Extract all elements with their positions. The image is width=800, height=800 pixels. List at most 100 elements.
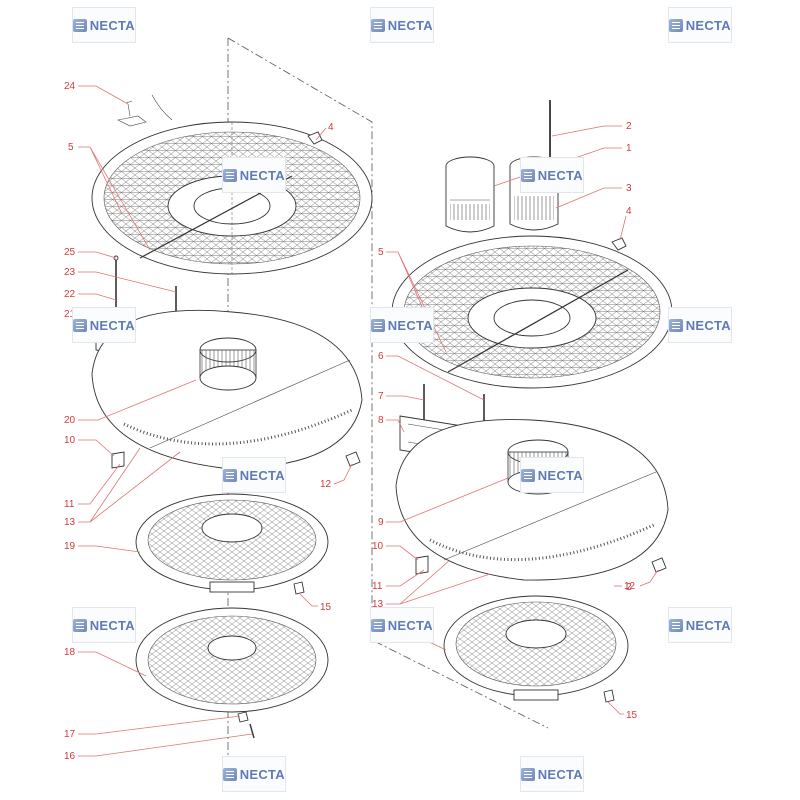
upper-tray-left (91, 121, 373, 275)
middle-plate-left (91, 309, 363, 469)
callout-23: 23 (64, 267, 177, 293)
necta-logo-icon (371, 318, 385, 332)
svg-text:23: 23 (64, 267, 76, 278)
callout-11-right: 11 (372, 569, 425, 592)
svg-text:1: 1 (626, 143, 632, 154)
svg-text:25: 25 (64, 247, 76, 258)
svg-text:12: 12 (320, 479, 332, 490)
screw-part-15-left (293, 581, 305, 595)
base-tray-part-19 (135, 493, 329, 593)
callout-12-left: 12 (320, 463, 353, 490)
callout-17: 17 (64, 715, 241, 740)
svg-text:15: 15 (626, 710, 638, 721)
foot-part-12-left (345, 451, 361, 467)
watermark-logo: NECTA (222, 457, 286, 493)
necta-logo-icon (223, 468, 237, 482)
upper-tray-right (391, 235, 673, 389)
callout-8: 8 (378, 415, 405, 433)
necta-logo-icon (73, 318, 87, 332)
svg-text:4: 4 (328, 122, 334, 133)
watermark-logo: NECTA (72, 7, 136, 43)
callout-13-right: 13 (372, 559, 491, 610)
necta-logo-icon (521, 767, 535, 781)
watermark-logo: NECTA (72, 307, 136, 343)
svg-text:21: 21 (64, 309, 76, 320)
watermark-logo: NECTA (72, 607, 136, 643)
svg-text:18: 18 (64, 647, 76, 658)
svg-text:13: 13 (372, 599, 384, 610)
necta-logo-icon (371, 618, 385, 632)
svg-text:11: 11 (372, 581, 383, 592)
svg-text:10: 10 (64, 435, 76, 446)
gear-disc-part-18 (135, 607, 329, 713)
watermark-logo: NECTA (370, 607, 434, 643)
watermark-logo: NECTA (668, 607, 732, 643)
svg-text:9: 9 (378, 517, 384, 528)
svg-text:12: 12 (624, 581, 636, 592)
svg-text:15: 15 (320, 602, 332, 613)
callout-11-left: 11 (64, 463, 121, 510)
svg-text:11: 11 (64, 499, 75, 510)
necta-logo-icon (73, 18, 87, 32)
watermark-logo: NECTA (520, 457, 584, 493)
svg-text:24: 24 (64, 81, 76, 92)
callout-22: 22 (64, 289, 117, 301)
middle-plate-right (395, 419, 669, 581)
svg-text:17: 17 (64, 729, 76, 740)
svg-text:13: 13 (64, 517, 76, 528)
watermark-logo: NECTA (222, 157, 286, 193)
necta-logo-icon (223, 767, 237, 781)
watermark-logo: NECTA (520, 157, 584, 193)
knob-part-4-left (307, 131, 323, 145)
foot-part-12-right (651, 557, 667, 573)
necta-logo-icon (521, 468, 535, 482)
watermark-logo: NECTA (520, 756, 584, 792)
watermark-logo: NECTA (222, 756, 286, 792)
callout-9: 9 (378, 477, 509, 528)
svg-text:5: 5 (68, 142, 74, 153)
latch-part-10-11-right (415, 555, 429, 575)
cylinder-part-1 (445, 156, 495, 233)
callout-2-bottom: 2 (614, 582, 632, 593)
latch-part-10-11-left (111, 451, 125, 469)
svg-text:8: 8 (378, 415, 384, 426)
callout-10-left: 10 (64, 435, 115, 457)
callout-6: 6 (378, 351, 485, 401)
necta-logo-icon (669, 318, 683, 332)
svg-text:5: 5 (378, 247, 384, 258)
svg-text:20: 20 (64, 415, 76, 426)
necta-logo-icon (73, 618, 87, 632)
callout-24: 24 (64, 81, 129, 105)
callout-20: 20 (64, 379, 197, 426)
watermark-logo: NECTA (370, 7, 434, 43)
svg-text:2: 2 (626, 121, 632, 132)
knob-part-4-right (611, 237, 627, 251)
necta-logo-icon (223, 168, 237, 182)
callout-7: 7 (378, 391, 425, 402)
svg-text:19: 19 (64, 541, 76, 552)
svg-text:7: 7 (378, 391, 384, 402)
callout-12-right: 12 (624, 569, 659, 592)
callout-5-left: 5 (68, 142, 151, 251)
screw-part-15-right (603, 689, 615, 703)
watermark-logo: NECTA (370, 307, 434, 343)
svg-text:4: 4 (626, 206, 632, 217)
clip-part-24 (117, 94, 173, 127)
svg-text:16: 16 (64, 751, 76, 762)
callout-16: 16 (64, 733, 253, 762)
watermark-logo: NECTA (668, 307, 732, 343)
svg-text:6: 6 (378, 351, 384, 362)
necta-logo-icon (669, 18, 683, 32)
callout-15-right: 15 (607, 701, 638, 721)
base-tray-part-14 (443, 595, 629, 701)
svg-text:10: 10 (372, 541, 384, 552)
callout-4-right: 4 (619, 206, 632, 241)
watermark-logo: NECTA (668, 7, 732, 43)
assembly-axis-frame (227, 37, 549, 729)
svg-text:2: 2 (626, 582, 632, 593)
callout-10-right: 10 (372, 541, 419, 561)
callout-2-top: 2 (551, 121, 632, 137)
callout-15-left: 15 (299, 593, 332, 613)
necta-logo-icon (371, 18, 385, 32)
